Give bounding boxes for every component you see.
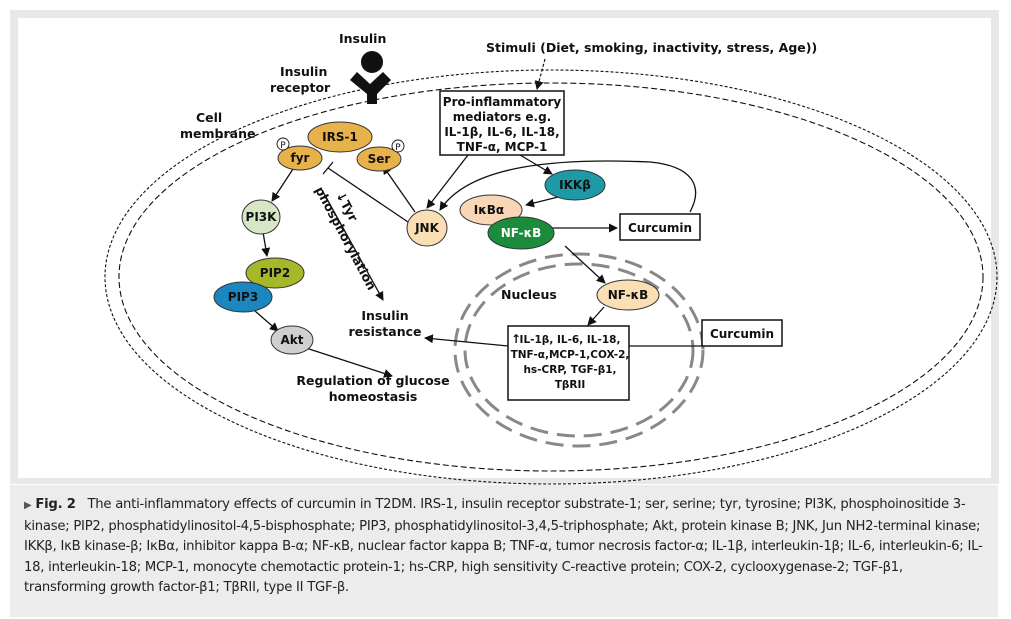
- edge-nfkb-nucleus: [564, 245, 606, 284]
- cell-membrane-outer: [104, 69, 998, 485]
- stimuli-arrow: [534, 58, 546, 90]
- curcumin-top-box: [619, 213, 701, 241]
- phospho-fyr-icon: [276, 137, 290, 151]
- node-ikkb-label: IKKβ: [559, 178, 591, 192]
- edge-pi3k-pip2: [261, 231, 271, 257]
- node-pip2: [245, 257, 305, 289]
- tyr-phosphorylation-label: ↓Tyrphosphorylation: [312, 176, 393, 292]
- phospho-fyr-label: P: [280, 141, 286, 151]
- node-ser-label: Ser: [368, 152, 391, 166]
- insulin-label: Insulin: [339, 31, 386, 46]
- nuclear-membrane-outer: [453, 252, 705, 448]
- node-ikba-label: IκBα: [474, 203, 504, 217]
- nucleus-label: Nucleus: [501, 287, 557, 302]
- curcumin-bottom-label: Curcumin: [710, 327, 774, 341]
- node-pi3k-label: PI3K: [246, 210, 278, 224]
- node-irs1: [307, 121, 373, 153]
- curcumin-bottom-box: [701, 319, 783, 347]
- node-pip3: [213, 281, 273, 313]
- insulin-icon: [361, 51, 383, 73]
- node-ser: [356, 146, 402, 172]
- cytokines-text: IL-1β, IL-6, IL-18,TNF-α,MCP-1,COX-2,hs-…: [511, 334, 630, 391]
- edge-proinflam-jnk: [426, 154, 469, 209]
- node-pi3k: [241, 199, 281, 235]
- node-akt: [270, 325, 314, 355]
- phospho-ser-label: P: [395, 143, 401, 153]
- cytokines-box: [507, 325, 630, 401]
- node-pip2-label: PIP2: [260, 266, 290, 280]
- node-nfkb-label: NF-κB: [501, 226, 542, 240]
- edge-feedback-loop: [439, 160, 697, 213]
- edge-ikkb-ikba: [525, 195, 563, 208]
- cell-membrane-inner: [118, 82, 984, 472]
- node-nfkb-nucleus-label: NF-κB: [608, 288, 649, 302]
- node-fyr: [277, 145, 323, 171]
- node-ikkb: [544, 169, 606, 201]
- edge-jnk-ser: [382, 165, 416, 213]
- node-jnk: [406, 209, 448, 247]
- node-nfkb-nucleus: [596, 279, 660, 311]
- caption-text: The anti-inflammatory effects of curcumi…: [24, 497, 983, 595]
- stimuli-label: Stimuli (Diet, smoking, inactivity, stre…: [486, 40, 817, 55]
- edge-cytokines-insulinresistance: [424, 334, 509, 347]
- figure-caption: ▶ Fig. 2 The anti-inflammatory effects o…: [10, 485, 998, 617]
- phospho-ser-icon: [391, 139, 405, 153]
- caption-marker-icon: ▶: [24, 500, 32, 511]
- edge-pip3-akt: [254, 310, 279, 332]
- curcumin-top-label: Curcumin: [628, 221, 692, 235]
- edge-inhibit-bar: [322, 161, 334, 175]
- proinflammatory-box: [439, 90, 565, 156]
- edge-jnk-fyr-inhibit: [327, 167, 409, 223]
- edge-tyr-insulinresistance: [321, 189, 384, 301]
- node-ikba: [459, 194, 523, 226]
- caption-label: Fig. 2: [35, 497, 76, 512]
- cytokines-up-arrow: ↑: [511, 332, 521, 346]
- insulin-receptor-icon: [350, 72, 391, 104]
- nuclear-membrane-inner: [463, 262, 695, 438]
- node-irs1-label: IRS-1: [322, 130, 358, 144]
- node-akt-label: Akt: [280, 333, 303, 347]
- edge-nfkb-cytokines: [587, 306, 605, 326]
- edge-fyr-pi3k: [271, 165, 296, 202]
- node-fyr-label: fyr: [291, 151, 310, 165]
- node-nfkb: [487, 216, 555, 250]
- node-pip3-label: PIP3: [228, 290, 258, 304]
- edge-akt-regulation: [305, 347, 393, 378]
- node-jnk-label: JNK: [414, 221, 440, 235]
